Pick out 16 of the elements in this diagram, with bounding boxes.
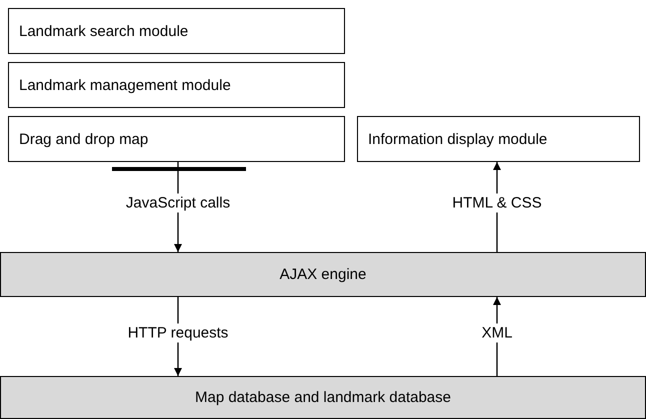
- edge-label: XML: [480, 323, 514, 342]
- edge-label: HTTP requests: [126, 323, 230, 342]
- node-label: Landmark management module: [18, 76, 231, 94]
- edge-label: JavaScript calls: [124, 194, 232, 212]
- node-label: AJAX engine: [280, 266, 366, 283]
- layer-band: [0, 252, 646, 297]
- module-box: [8, 62, 345, 108]
- node-label: Drag and drop map: [18, 130, 148, 148]
- layer-band: [0, 376, 646, 419]
- module-box: [8, 8, 345, 54]
- module-box: [357, 116, 640, 162]
- node-label: Information display module: [367, 130, 548, 148]
- module-box: [8, 116, 345, 162]
- node-label: Map database and landmark database: [194, 389, 451, 406]
- edge-label: HTML & CSS: [450, 194, 544, 212]
- node-label: Landmark search module: [18, 22, 188, 40]
